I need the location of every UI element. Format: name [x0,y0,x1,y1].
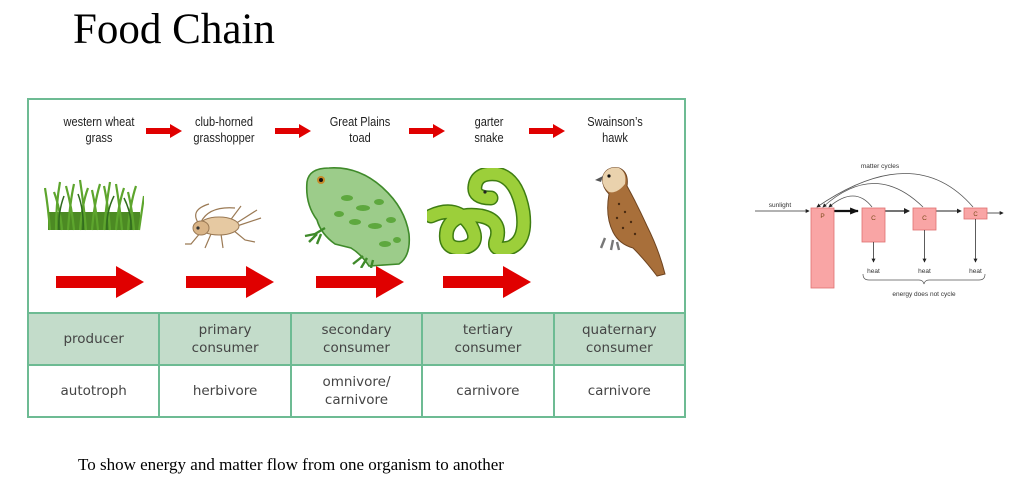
toad-image [304,167,411,268]
heat-label: heat [918,268,931,275]
feeding-type-cell: autotroph [26,364,161,418]
big-arrow-icon [316,266,404,298]
svg-text:C: C [871,215,876,222]
caption: To show energy and matter flow from one … [78,455,504,474]
energy-matter-diagram: matter cycles sunlight P C C C heat heat… [755,163,1004,298]
svg-text:C: C [922,215,927,222]
big-arrow-icon [186,266,274,298]
snake-image [427,168,532,254]
feeding-type-row: autotroph herbivore omnivore/carnivore c… [26,364,687,418]
matter-cycle-arc [822,183,924,208]
grass-image [44,179,144,231]
heat-label: heat [969,268,982,275]
feeding-type-cell: herbivore [158,364,292,418]
big-arrow-icon [443,266,531,298]
brace [862,273,986,285]
big-arrow-icon [56,266,144,298]
energy-not-cycle-label: energy does not cycle [892,291,956,298]
small-arrow-icon [409,124,445,138]
page-title: Food Chain [73,6,275,53]
matter-cycle-arc [828,195,873,208]
trophic-level-cell: producer [26,312,161,366]
svg-text:P: P [820,213,824,220]
small-arrow-icon [146,124,182,138]
producer-box [810,207,835,289]
feeding-type-cell: carnivore [552,364,687,418]
heat-label: heat [867,268,880,275]
feeding-type-cell: carnivore [421,364,555,418]
feeding-type-cell: omnivore/carnivore [289,364,424,418]
matter-cycles-label: matter cycles [861,163,900,170]
small-arrow-icon [275,124,311,138]
sunlight-label: sunlight [769,202,792,209]
matter-cycle-arc [816,173,974,208]
consumer-box [861,207,886,243]
small-arrow-icon [529,124,565,138]
svg-text:C: C [973,212,978,218]
hawk-image [595,167,666,277]
grasshopper-image [185,203,262,249]
